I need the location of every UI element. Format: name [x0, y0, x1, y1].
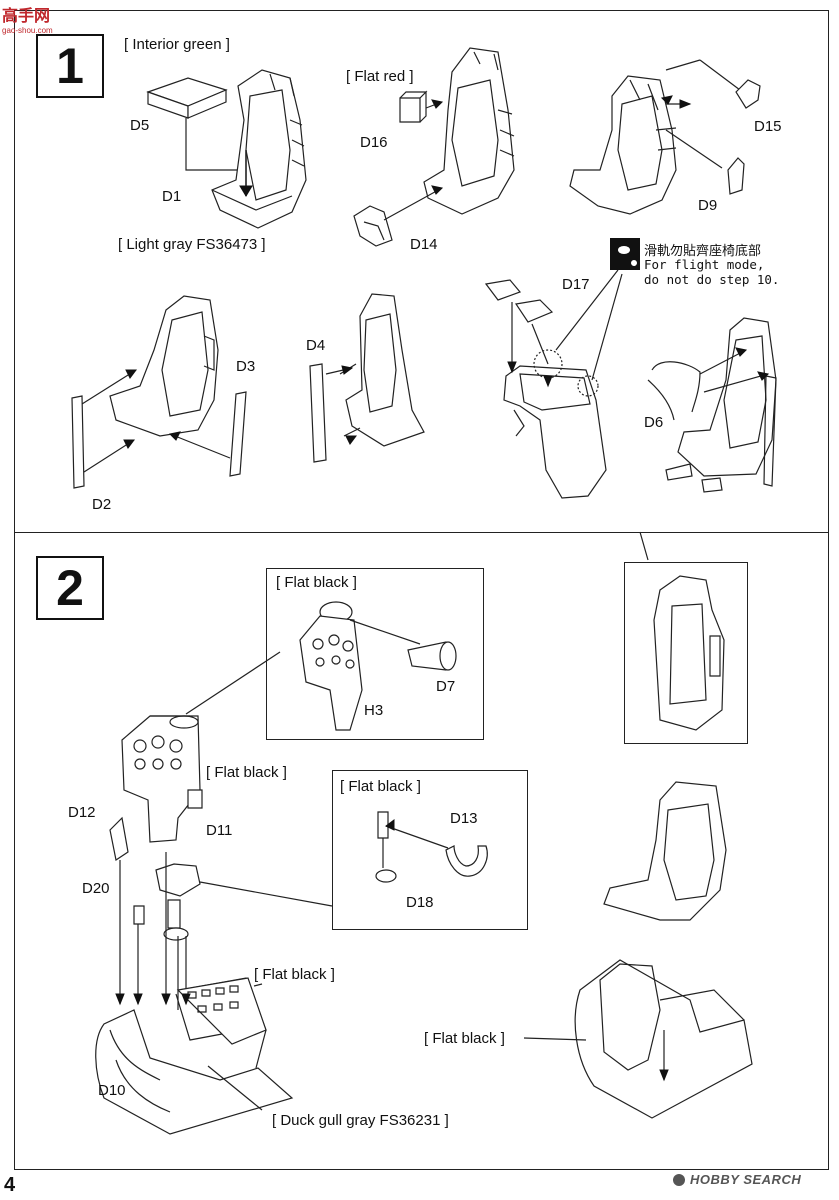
- part-label-d2: D2: [92, 496, 112, 513]
- part-label-d3: D3: [236, 358, 256, 375]
- part-label-d20: D20: [82, 880, 110, 897]
- site-logo: 高手网 gao-shou.com: [2, 2, 53, 35]
- inset-control-column: [332, 770, 528, 930]
- label-duck-gull-gray: [ Duck gull gray FS36231 ]: [272, 1112, 449, 1129]
- inset-seat-rear: [624, 562, 748, 744]
- label-flat-black-console: [ Flat black ]: [254, 966, 335, 983]
- page-number: 4: [4, 1174, 16, 1196]
- part-d4-seat-drawing: [340, 294, 424, 446]
- part-d15-seat-drawing: [570, 76, 676, 214]
- note-chinese-text: 滑軌勿貼齊座椅底部: [644, 244, 762, 259]
- step-divider: [14, 532, 829, 533]
- label-light-gray: [ Light gray FS36473 ]: [118, 236, 266, 253]
- step-2-number: 2: [36, 556, 104, 620]
- part-d14-drawing: [354, 206, 392, 246]
- part-label-d16: D16: [360, 134, 388, 151]
- part-d15-drawing: [736, 80, 760, 108]
- part-d11-drawing: [188, 790, 202, 808]
- part-label-d13: D13: [450, 810, 478, 827]
- part-inset-seat-rear-drawing: [654, 576, 724, 730]
- part-d9-drawing: [728, 158, 744, 194]
- part-d16-seat-drawing: [424, 48, 514, 214]
- part-label-d10: D10: [98, 1082, 126, 1099]
- label-flat-red: [ Flat red ]: [346, 68, 414, 85]
- label-flat-black-panel: [ Flat black ]: [276, 574, 357, 591]
- part-d4-drawing: [310, 364, 326, 462]
- part-label-d18: D18: [406, 894, 434, 911]
- part-label-d17: D17: [562, 276, 590, 293]
- note-line-1: For flight mode,: [644, 257, 765, 272]
- part-d13-column-drawing: [156, 864, 200, 940]
- part-d16-drawing: [400, 92, 426, 122]
- label-interior-green: [ Interior green ]: [124, 36, 230, 53]
- part-label-d11: D11: [206, 822, 233, 839]
- watermark-text: HOBBY SEARCH: [690, 1172, 802, 1187]
- inset-panel-h3: [266, 568, 484, 740]
- page-frame: [14, 10, 829, 1170]
- part-d17-drawing: [486, 280, 552, 322]
- part-d3-seat-drawing: [110, 296, 218, 436]
- assembled-cockpit-drawing: [575, 960, 752, 1118]
- note-line-2: do not do step 10.: [644, 272, 780, 287]
- part-label-d6: D6: [644, 414, 664, 431]
- part-inset-h3-drawing: [300, 602, 362, 730]
- part-label-d12: D12: [68, 804, 96, 821]
- site-logo-subtext: gao-shou.com: [2, 26, 53, 35]
- part-label-d14: D14: [410, 236, 438, 253]
- part-d7-drawing: [408, 642, 456, 670]
- part-label-d9: D9: [698, 197, 718, 214]
- label-flat-black-column: [ Flat black ]: [340, 778, 421, 795]
- part-d12-drawing: [110, 818, 128, 860]
- part-label-d5: D5: [130, 117, 150, 134]
- part-console-drawing: [178, 978, 266, 1044]
- site-logo-text: 高手网: [2, 8, 51, 25]
- watermark-logo-mark: [673, 1174, 685, 1186]
- part-d2-rails-drawing: [72, 392, 246, 488]
- part-d13-yoke-drawing: [446, 846, 487, 876]
- part-inset-d18-drawing: [376, 812, 396, 882]
- part-h3-panel-drawing: [122, 716, 200, 842]
- part-d6-seat-drawing: [666, 318, 776, 492]
- part-d20-drawing: [134, 906, 144, 924]
- part-d5-cushion-drawing: [148, 78, 226, 118]
- part-label-d1: D1: [162, 188, 182, 205]
- part-d17-seat-drawing: [504, 350, 606, 498]
- label-flat-black-right: [ Flat black ]: [424, 1030, 505, 1047]
- part-label-d15: D15: [754, 118, 782, 135]
- step-1-number: 1: [36, 34, 104, 98]
- part-label-h3: H3: [364, 702, 384, 719]
- assembled-seat-drawing: [604, 782, 726, 920]
- part-label-d4: D4: [306, 337, 326, 354]
- part-label-d7: D7: [436, 678, 456, 695]
- label-flat-black-d11: [ Flat black ]: [206, 764, 287, 781]
- note-icon-drawing: [610, 238, 640, 270]
- part-d6-drawing: [648, 362, 700, 420]
